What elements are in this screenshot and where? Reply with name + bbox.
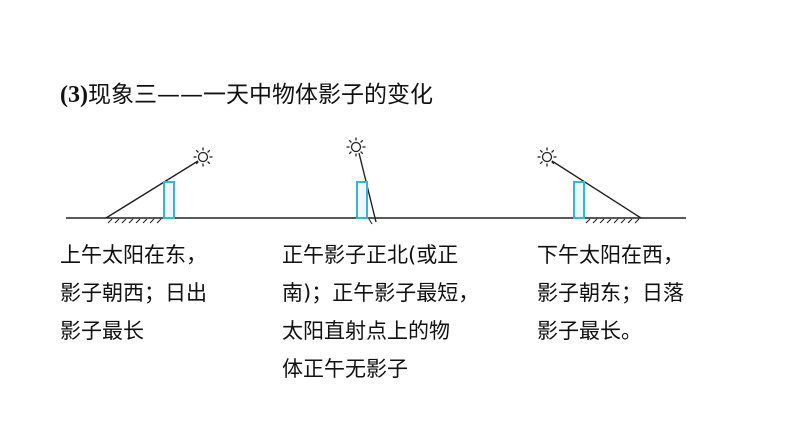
morning-panel xyxy=(105,146,214,224)
afternoon-description: 下午太阳在西， 影子朝东；日落 影子最长。 xyxy=(537,236,684,350)
text-line: 体正午无影子 xyxy=(282,357,408,381)
sun-icon xyxy=(345,136,367,158)
sun-icon xyxy=(536,146,558,168)
text-line: 影子最长。 xyxy=(537,319,642,343)
shadow-hatch xyxy=(107,218,162,224)
text-line: 影子朝东；日落 xyxy=(537,281,684,305)
morning-description: 上午太阳在东， 影子朝西；日出 影子最长 xyxy=(60,236,207,350)
sun-ray xyxy=(105,160,199,219)
shadow-hatch xyxy=(585,218,640,224)
pole xyxy=(356,181,368,219)
text-line: 正午影子正北(或正 xyxy=(282,243,459,267)
text-line: 下午太阳在西， xyxy=(537,243,684,267)
section-number: (3) xyxy=(60,82,88,108)
noon-panel xyxy=(345,136,377,225)
text-line: 南)；正午影子最短， xyxy=(282,281,480,305)
text-line: 太阳直射点上的物 xyxy=(282,319,450,343)
section-title-text: 现象三——一天中物体影子的变化 xyxy=(87,82,433,108)
afternoon-panel xyxy=(536,146,642,224)
pole xyxy=(573,181,585,219)
noon-description: 正午影子正北(或正 南)；正午影子最短， 太阳直射点上的物 体正午无影子 xyxy=(282,236,479,388)
pole xyxy=(163,181,175,219)
text-line: 影子最长 xyxy=(60,319,144,343)
sun-ray xyxy=(551,160,642,219)
text-line: 影子朝西；日出 xyxy=(60,281,207,305)
section-title: (3)现象三——一天中物体影子的变化 xyxy=(60,80,433,110)
text-line: 上午太阳在东， xyxy=(60,243,207,267)
sun-icon xyxy=(192,146,214,168)
